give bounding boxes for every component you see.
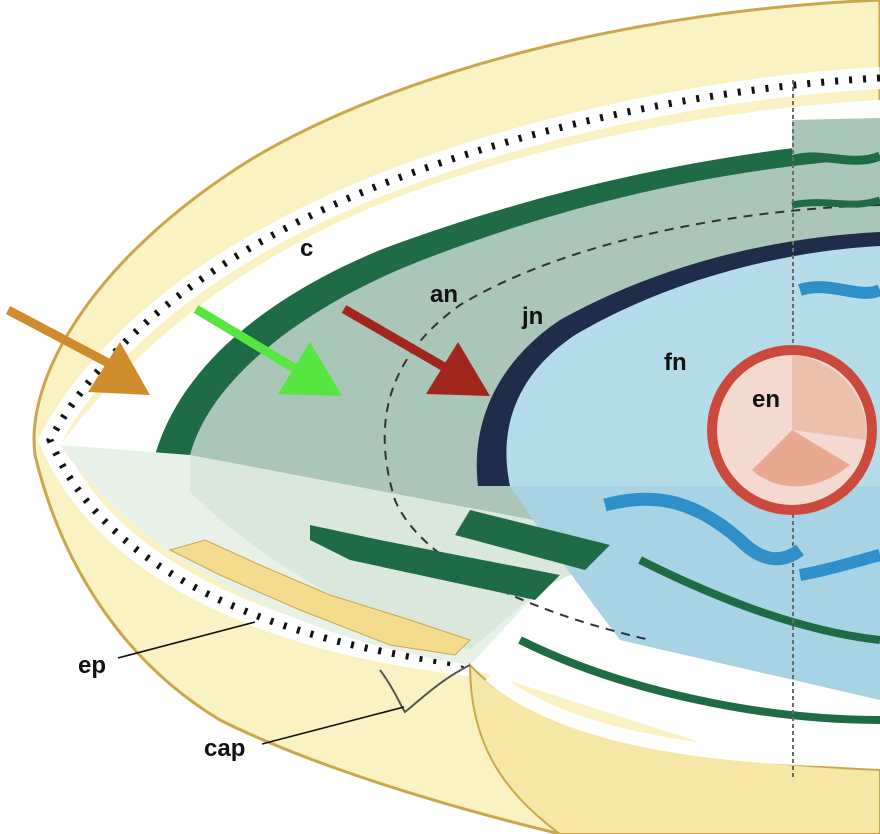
label-jn: jn — [521, 303, 543, 330]
arrow-green-shaft — [193, 305, 297, 372]
ep-cells — [168, 539, 471, 656]
epithelium-ring — [37, 67, 880, 676]
arrow-red-shaft — [341, 305, 449, 372]
label-an: an — [430, 281, 458, 308]
right-layer-green-4 — [518, 636, 880, 724]
right-layer-green-2 — [791, 196, 880, 209]
right-layer-1 — [792, 118, 880, 160]
blue-fiber-1 — [798, 281, 880, 299]
label-fn: fn — [664, 349, 687, 376]
arrow-orange-shaft — [5, 306, 115, 369]
ep-leader-line — [117, 621, 256, 659]
blue-fiber-3 — [799, 549, 880, 581]
right-layer-green-3 — [638, 556, 880, 644]
embryonic-right-wedge — [792, 355, 867, 440]
right-layer-green-1 — [790, 151, 880, 165]
arrow-red-head — [426, 342, 490, 396]
blue-fiber-2 — [603, 492, 804, 566]
label-ep: ep — [78, 652, 106, 679]
green-lattice-2 — [455, 510, 610, 570]
label-cap: cap — [204, 735, 245, 762]
cap-notch — [379, 664, 471, 714]
fetal-nucleus-lower — [510, 486, 880, 700]
arrow-orange-head — [88, 342, 150, 395]
arrow-green-head — [278, 342, 342, 396]
embryonic-inner-wedge — [752, 430, 850, 487]
cap-leader-line — [261, 706, 405, 745]
label-c: c — [300, 235, 313, 262]
right-lower-inner — [485, 669, 880, 767]
dashed-boundary — [383, 204, 880, 641]
label-en: en — [752, 386, 780, 413]
green-lattice-1 — [310, 525, 560, 600]
